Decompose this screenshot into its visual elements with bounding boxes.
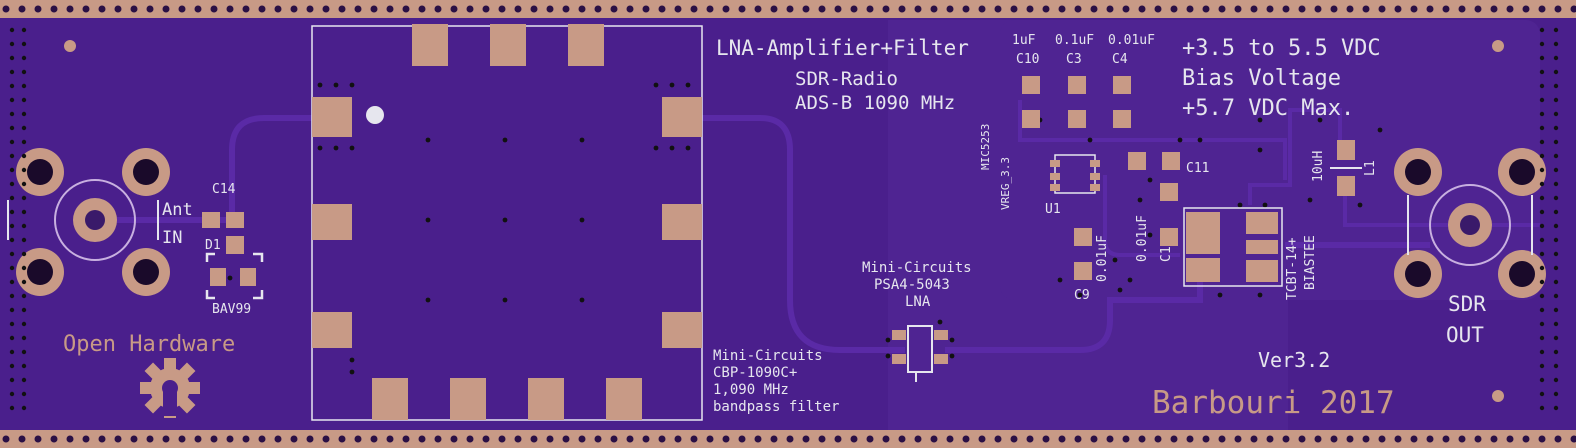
in-label: IN — [162, 228, 183, 248]
mount-hole-tr — [1492, 40, 1504, 52]
rf-trace-filter-out — [700, 115, 905, 353]
c11-ref: C11 — [1186, 161, 1210, 176]
filter-module-outline — [311, 25, 703, 421]
c3-ref: C3 — [1066, 52, 1082, 67]
open-hardware-gear-icon — [140, 358, 200, 418]
c1-pad-a — [1160, 183, 1178, 201]
c3-value: 0.1uF — [1055, 33, 1095, 48]
filter-pads — [312, 24, 702, 420]
rf-trace-input — [95, 115, 312, 223]
c4-ref: C4 — [1112, 52, 1128, 67]
version-label: Ver3.2 — [1258, 348, 1331, 372]
ant-label: Ant — [162, 200, 193, 220]
lna-chip — [892, 325, 948, 382]
d1-ref: D1 — [205, 238, 221, 253]
c9-pad-b — [1074, 262, 1092, 280]
cap-c3 — [1068, 76, 1086, 128]
filter-freq: 1,090 MHz — [713, 382, 789, 398]
top-edge-rail — [0, 0, 1576, 18]
c14-ref: C14 — [212, 182, 236, 197]
filter-desc: bandpass filter — [713, 399, 840, 415]
c1-pad-b — [1160, 228, 1178, 246]
c9-pad-a — [1074, 228, 1092, 246]
d1-pad-a — [226, 236, 244, 254]
sma-connector-in — [7, 148, 170, 296]
bottom-edge-rail — [0, 430, 1576, 448]
u1-regulator — [1050, 154, 1100, 194]
lna-maker: Mini-Circuits — [862, 260, 972, 276]
power-line2: Bias Voltage — [1182, 66, 1341, 91]
l1-pad-a — [1337, 140, 1355, 160]
c4-value: 0.01uF — [1108, 33, 1155, 48]
lna-part: PSA4-5043 — [874, 277, 950, 293]
filter-part: CBP-1090C+ — [713, 365, 798, 381]
mount-hole-tl — [64, 40, 76, 52]
author-label: Barbouri 2017 — [1152, 385, 1395, 421]
pin1-marker — [366, 106, 384, 124]
biastee-desc: BIASTEE — [1303, 235, 1318, 290]
c1-ref: C1 — [1159, 246, 1174, 262]
c11-pad-b — [1162, 152, 1180, 170]
rf-trace-lna-out — [945, 260, 1203, 353]
cap-c4 — [1113, 76, 1131, 128]
title-line1: LNA-Amplifier+Filter — [716, 36, 969, 60]
filter-maker: Mini-Circuits — [713, 348, 823, 364]
open-hardware-label: Open Hardware — [63, 332, 236, 357]
d1-part: BAV99 — [212, 302, 252, 317]
c14-pad-a — [202, 212, 220, 228]
out-label: OUT — [1446, 323, 1484, 347]
biastee-module — [1183, 207, 1283, 287]
l1-pad-b — [1337, 176, 1355, 196]
sma-connector-out — [1394, 148, 1546, 298]
power-line1: +3.5 to 5.5 VDC — [1182, 36, 1381, 61]
u1-part: MIC5253 — [979, 123, 992, 170]
title-line2: SDR-Radio — [795, 68, 898, 90]
u1-desc: VREG_3.3 — [999, 157, 1012, 210]
d1-outline — [205, 252, 264, 300]
mount-hole-br — [1492, 390, 1504, 402]
c14-pad-b — [226, 212, 244, 228]
l1-value: 10uH — [1311, 150, 1326, 182]
cap-c10 — [1022, 76, 1040, 128]
c11-pad-a — [1128, 152, 1146, 170]
c9-ref: C9 — [1074, 288, 1090, 303]
power-line3: +5.7 VDC Max. — [1182, 96, 1355, 121]
biastee-part: TCBT-14+ — [1285, 237, 1300, 300]
c9-value: 0.01uF — [1095, 235, 1110, 282]
title-line3: ADS-B 1090 MHz — [795, 92, 956, 114]
c10-value: 1uF — [1012, 33, 1036, 48]
c1-value: 0.01uF — [1135, 215, 1150, 262]
c10-ref: C10 — [1016, 52, 1040, 67]
l1-ref: L1 — [1363, 160, 1378, 176]
lna-label: LNA — [905, 294, 931, 310]
u1-ref: U1 — [1045, 202, 1061, 217]
sdr-label: SDR — [1448, 292, 1486, 316]
